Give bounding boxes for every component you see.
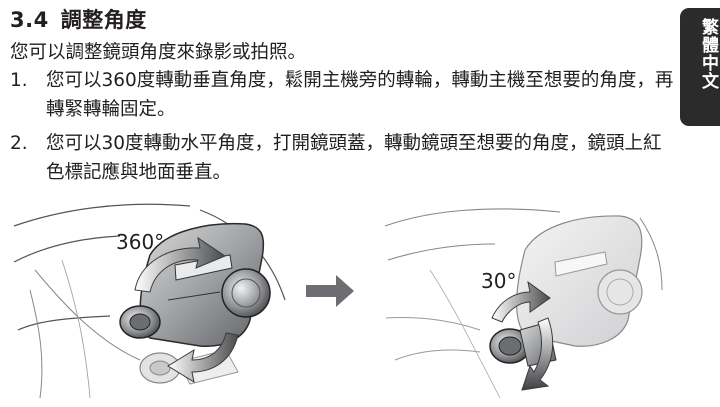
right-helmet-figure: 30° [384, 208, 663, 399]
language-tab-label: 繁體中文 [698, 18, 718, 90]
step-number: 2. [10, 133, 28, 154]
rotate-arrow-top-icon [491, 280, 551, 323]
language-tab[interactable]: 繁體中文 [680, 8, 720, 126]
step-text: 您可以360度轉動垂直角度，鬆開主機旁的轉輪，轉動主機至想要的角度，再轉緊轉輪固… [46, 70, 674, 120]
left-helmet-figure: 360° [13, 203, 286, 399]
intro-paragraph: 您可以調整鏡頭角度來錄影或拍照。 [10, 42, 307, 63]
left-angle-label: 360° [116, 230, 164, 254]
section-heading: 3.4 調整角度 [10, 4, 147, 34]
step-text: 您可以30度轉動水平角度，打開鏡頭蓋，轉動鏡頭至想要的角度，鏡頭上紅色標記應與地… [46, 133, 662, 183]
section-number: 3.4 [10, 8, 49, 32]
section-title: 調整角度 [60, 8, 147, 32]
rotate-up-arrow-icon [134, 236, 227, 293]
rotate-down-arrow-icon [167, 332, 239, 384]
next-step-arrow-icon [306, 275, 354, 307]
rotate-arrow-side-icon [521, 317, 554, 391]
right-angle-label: 30° [481, 269, 516, 293]
step-number: 1. [10, 70, 28, 91]
